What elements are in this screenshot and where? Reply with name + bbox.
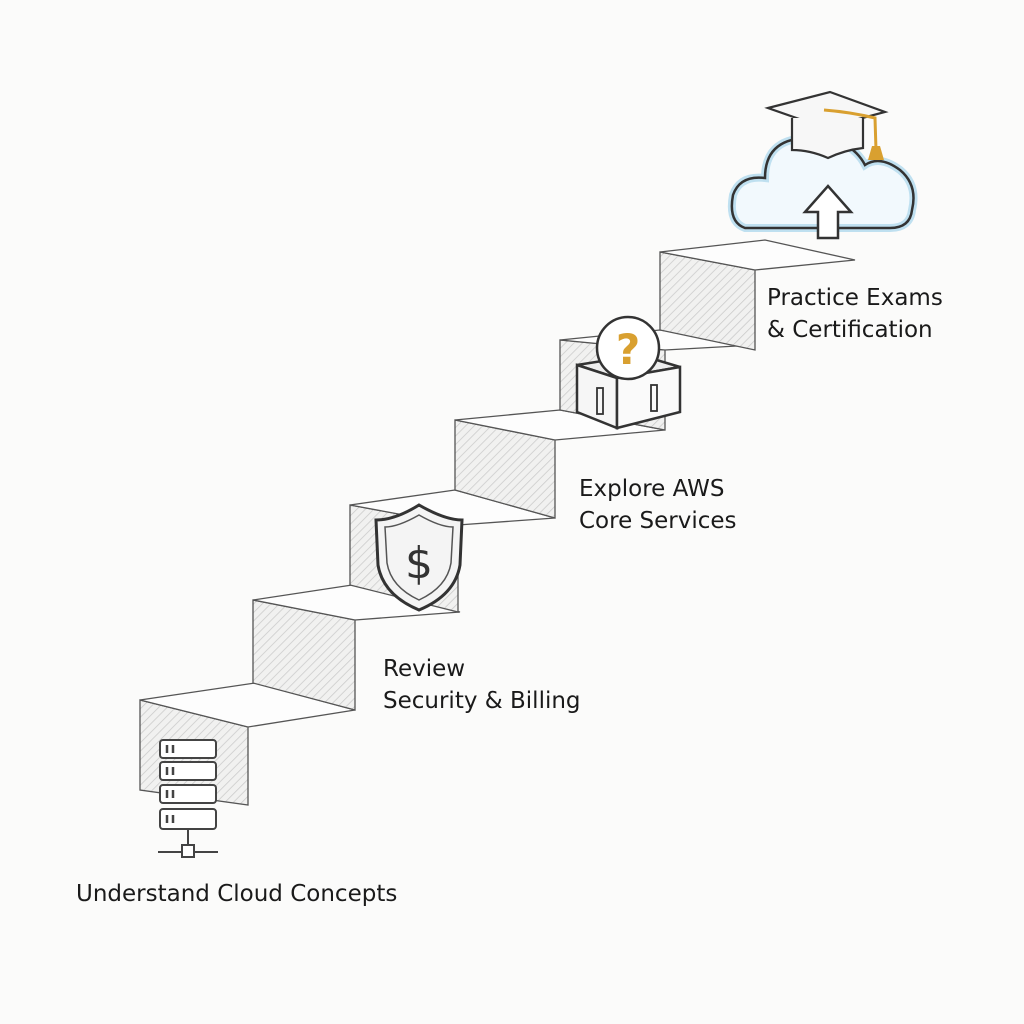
label-line: Core Services (579, 508, 737, 534)
label-line: Explore AWS (579, 476, 725, 502)
label-line: Practice Exams (767, 285, 943, 311)
step-label-security-billing: Review Security & Billing (383, 653, 581, 717)
svg-text:?: ? (616, 325, 640, 374)
step-label-certification: Practice Exams & Certification (767, 282, 943, 346)
label-line: Security & Billing (383, 688, 581, 714)
step-2 (252, 584, 461, 711)
label-line: Understand Cloud Concepts (76, 881, 398, 907)
step-label-cloud-concepts: Understand Cloud Concepts (76, 878, 397, 910)
shield-dollar-icon: $ (374, 503, 464, 612)
svg-text:$: $ (405, 538, 433, 589)
step-label-core-services: Explore AWS Core Services (579, 473, 737, 537)
box-question-icon: ? (575, 315, 682, 430)
label-line: Review (383, 656, 466, 682)
server-rack-icon (158, 739, 218, 858)
label-line: & Certification (767, 317, 933, 343)
step-6 (659, 239, 856, 351)
cloud-graduation-cap-icon (727, 90, 918, 240)
